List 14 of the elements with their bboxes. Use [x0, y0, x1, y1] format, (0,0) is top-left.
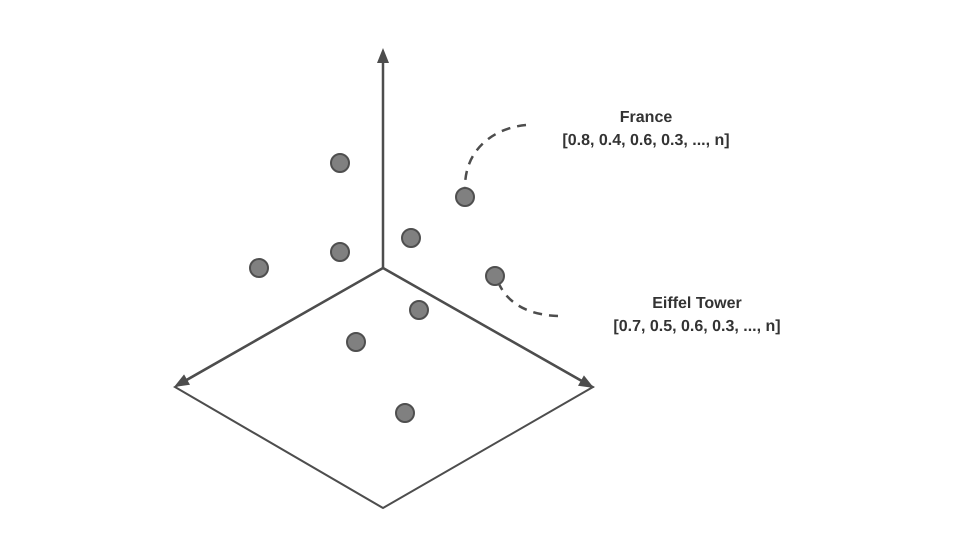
data-point: [346, 332, 366, 352]
data-point: [401, 228, 421, 248]
word-label: Eiffel Tower: [652, 294, 742, 314]
data-point: [249, 258, 269, 278]
word-label: France: [620, 108, 672, 128]
data-point: [330, 242, 350, 262]
data-point: [395, 403, 415, 423]
embedding-vector: [0.7, 0.5, 0.6, 0.3, ..., n]: [613, 317, 781, 337]
data-point: [485, 266, 505, 286]
data-point: [330, 153, 350, 173]
data-point: [409, 300, 429, 320]
embedding-vector: [0.8, 0.4, 0.6, 0.3, ..., n]: [562, 131, 730, 151]
data-point: [455, 187, 475, 207]
leader-line: [498, 284, 558, 318]
